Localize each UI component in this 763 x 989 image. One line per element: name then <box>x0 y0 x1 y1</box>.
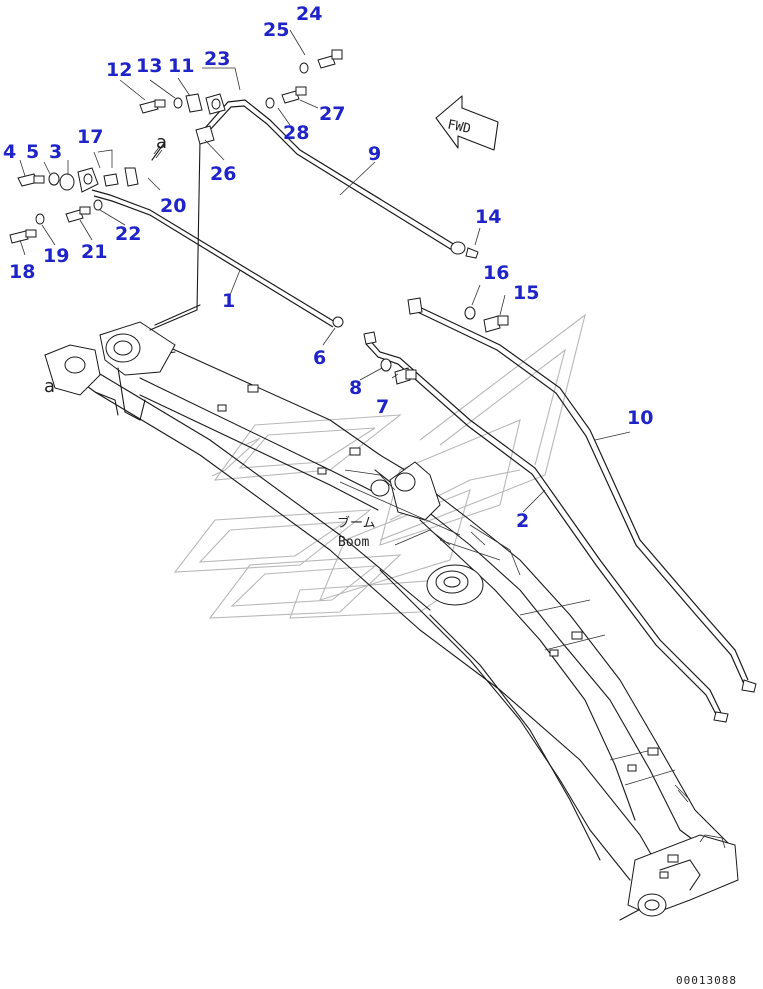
callout-16: 16 <box>483 262 509 284</box>
ref-a-left: a <box>44 376 55 397</box>
callouts: 1 2 3 4 5 6 7 8 9 10 11 12 13 14 15 16 1… <box>3 3 653 532</box>
callout-6: 6 <box>313 347 326 369</box>
callout-28: 28 <box>283 122 309 144</box>
callout-12: 12 <box>106 59 132 81</box>
callout-20: 20 <box>160 195 186 217</box>
callout-25: 25 <box>263 19 289 41</box>
watermark-logo <box>173 313 586 619</box>
callout-26: 26 <box>210 163 236 185</box>
callout-10: 10 <box>627 407 653 429</box>
document-number: 00013088 <box>676 974 737 987</box>
callout-1: 1 <box>222 290 235 312</box>
callout-2: 2 <box>516 510 529 532</box>
callout-15: 15 <box>513 282 539 304</box>
callout-4: 4 <box>3 141 16 163</box>
callout-22: 22 <box>115 223 141 245</box>
callout-18: 18 <box>9 261 35 283</box>
leader-lines <box>19 29 631 513</box>
callout-3: 3 <box>49 141 62 163</box>
callout-17: 17 <box>77 126 103 148</box>
callout-27: 27 <box>319 103 345 125</box>
callout-11: 11 <box>168 55 194 77</box>
callout-9: 9 <box>368 143 381 165</box>
hardware <box>9 49 757 723</box>
callout-7: 7 <box>376 396 389 418</box>
callout-8: 8 <box>349 377 362 399</box>
ref-a-top: a <box>156 132 167 153</box>
callout-14: 14 <box>475 206 501 228</box>
callout-13: 13 <box>136 55 162 77</box>
boom-label-jp: ブーム <box>337 515 376 531</box>
callout-23: 23 <box>204 48 230 70</box>
callout-21: 21 <box>81 241 107 263</box>
tubes <box>91 99 749 719</box>
boom-body <box>44 321 739 921</box>
fwd-label: FWD <box>446 117 472 137</box>
fwd-arrow: FWD <box>435 95 499 151</box>
callout-24: 24 <box>296 3 322 25</box>
callout-5: 5 <box>26 141 39 163</box>
callout-19: 19 <box>43 245 69 267</box>
boom-label-en: Boom <box>338 535 369 550</box>
